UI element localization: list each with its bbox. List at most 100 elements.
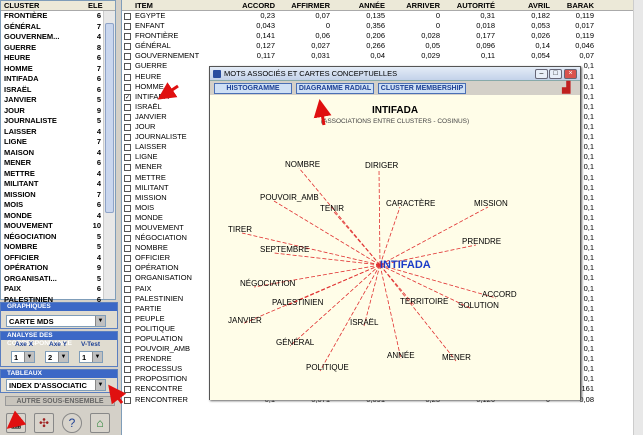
- row-checkbox[interactable]: [124, 43, 131, 51]
- associated-words-window[interactable]: MOTS ASSOCIÉS ET CARTES CONCEPTUELLES – …: [209, 66, 581, 400]
- radial-node[interactable]: POLITIQUE: [306, 363, 349, 372]
- column-header[interactable]: ARRIVER: [406, 1, 440, 10]
- row-checkbox[interactable]: [124, 366, 131, 374]
- radial-node[interactable]: ACCORD: [482, 290, 517, 299]
- row-checkbox[interactable]: [124, 214, 131, 222]
- radial-node[interactable]: TERRITOIRE: [400, 297, 449, 306]
- row-checkbox[interactable]: [124, 396, 131, 404]
- radial-node[interactable]: DIRIGER: [365, 161, 399, 170]
- row-checkbox[interactable]: [124, 174, 131, 182]
- row-checkbox[interactable]: [124, 315, 131, 323]
- radial-node[interactable]: MISSION: [474, 199, 508, 208]
- row-checkbox[interactable]: ✓: [124, 93, 131, 101]
- column-header[interactable]: AUTORITÉ: [456, 1, 495, 10]
- row-checkbox[interactable]: [124, 305, 131, 313]
- window-titlebar[interactable]: MOTS ASSOCIÉS ET CARTES CONCEPTUELLES – …: [210, 67, 580, 81]
- row-checkbox[interactable]: [124, 224, 131, 232]
- radial-node[interactable]: SEPTEMBRE: [260, 245, 310, 254]
- row-checkbox[interactable]: [124, 194, 131, 202]
- chevron-down-icon[interactable]: ▼: [24, 352, 34, 362]
- row-checkbox[interactable]: [124, 144, 131, 152]
- close-icon[interactable]: ×: [564, 69, 577, 79]
- tab-diagramme-radial[interactable]: DIAGRAMME RADIAL: [296, 83, 374, 94]
- radial-node[interactable]: GÉNÉRAL: [276, 338, 315, 347]
- save-icon[interactable]: ▦: [6, 413, 26, 433]
- column-header[interactable]: ANNÉE: [358, 1, 385, 10]
- main-table-scrollbar[interactable]: [633, 0, 643, 435]
- radial-node[interactable]: ANNÉE: [387, 351, 415, 360]
- radial-node[interactable]: PRENDRE: [462, 237, 502, 246]
- chevron-down-icon[interactable]: ▼: [95, 380, 105, 390]
- autre-sous-ensemble-button[interactable]: AUTRE SOUS-ENSEMBLE: [5, 396, 115, 406]
- radial-node[interactable]: POUVOIR_AMB: [260, 193, 319, 202]
- chevron-down-icon[interactable]: ▼: [58, 352, 68, 362]
- row-checkbox[interactable]: [124, 356, 131, 364]
- row-checkbox[interactable]: [124, 33, 131, 41]
- row-checkbox[interactable]: [124, 245, 131, 253]
- chevron-down-icon[interactable]: ▼: [92, 352, 102, 362]
- axe-x-select[interactable]: 1▼: [11, 351, 35, 363]
- vtest-select[interactable]: 1▼: [79, 351, 103, 363]
- column-header[interactable]: AVRIL: [528, 1, 550, 10]
- ele-column-header[interactable]: ELE: [88, 1, 103, 10]
- radial-node[interactable]: SOLUTION: [458, 301, 499, 310]
- row-checkbox[interactable]: [124, 346, 131, 354]
- row-checkbox[interactable]: [124, 184, 131, 192]
- list-item[interactable]: ORGANISATI...5: [1, 274, 115, 285]
- tab-histogramme[interactable]: HISTOGRAMME: [214, 83, 292, 94]
- tab-cluster-membership[interactable]: CLUSTER MEMBERSHIP: [378, 83, 466, 94]
- row-checkbox[interactable]: [124, 113, 131, 121]
- radial-node[interactable]: MENER: [442, 353, 471, 362]
- row-checkbox[interactable]: [124, 23, 131, 31]
- row-checkbox[interactable]: [124, 325, 131, 333]
- row-checkbox[interactable]: [124, 63, 131, 71]
- row-checkbox[interactable]: [124, 295, 131, 303]
- row-checkbox[interactable]: [124, 265, 131, 273]
- column-header[interactable]: AFFIRMER: [291, 1, 330, 10]
- row-checkbox[interactable]: [124, 154, 131, 162]
